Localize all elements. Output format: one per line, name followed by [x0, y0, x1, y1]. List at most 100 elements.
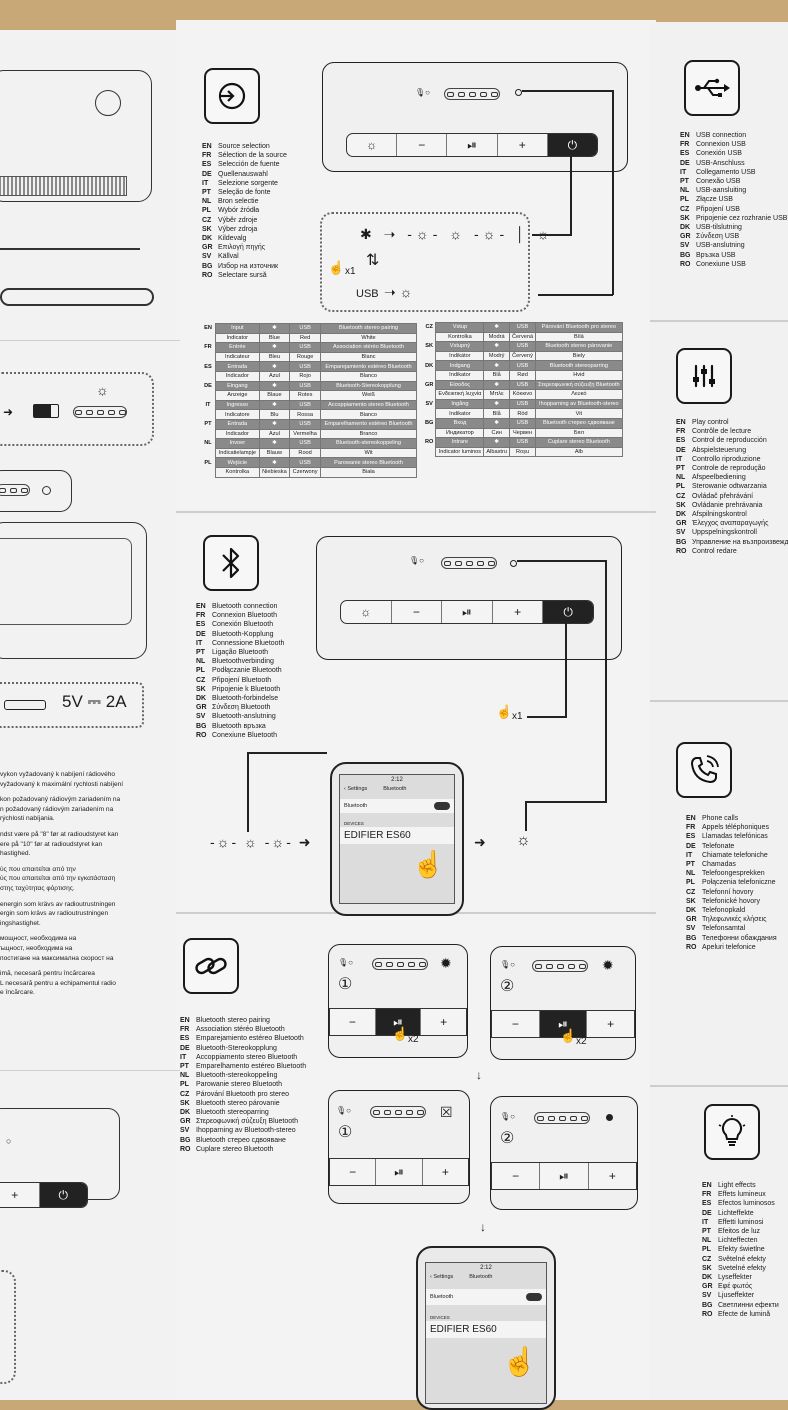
lang-code: SV	[686, 925, 696, 933]
lang-text: Source selection	[218, 143, 270, 150]
table-cell: PT	[201, 419, 216, 430]
table-cell: Albastru	[483, 446, 510, 458]
bluetooth-icon	[203, 535, 259, 591]
table-cell: DK	[423, 360, 436, 371]
play-pause-button[interactable]: ⏯	[539, 1011, 588, 1037]
table-cell: Bílá	[535, 331, 623, 343]
lang-code: GR	[202, 244, 213, 252]
minus-button[interactable]: −	[492, 1163, 541, 1189]
lang-text: Světelné efekty	[718, 1255, 766, 1263]
table-cell: Entrada	[215, 418, 260, 430]
source-flow-bt: ✱ ➝ -☼- ☼ -☼- │ ☼	[360, 226, 554, 242]
lang-code: IT	[202, 179, 209, 187]
minus-button[interactable]: −	[392, 601, 443, 623]
play-pause-button[interactable]: ⏯	[376, 1159, 423, 1185]
plus-button[interactable]: +	[440, 1015, 448, 1029]
down-arrow-icon: ↓	[476, 1068, 482, 1082]
left-speaker-front	[0, 522, 147, 659]
table-cell: Ingång	[435, 398, 485, 410]
plus-button[interactable]: +	[0, 1183, 40, 1207]
table-cell: ✱	[258, 361, 291, 372]
lang-text: Lichteffekte	[718, 1209, 754, 1217]
plus-button[interactable]: +	[441, 1165, 449, 1179]
back-link[interactable]: ‹ Settings	[430, 1274, 454, 1280]
table-cell: IT	[201, 400, 216, 410]
partial-text-line: στης ταχύτητας φόρτισης.	[0, 884, 75, 892]
play-pause-button[interactable]: ⏯	[442, 601, 493, 623]
plus-button[interactable]: +	[608, 1169, 616, 1183]
right-panel	[650, 22, 788, 1400]
partial-text-line: energin som krävs av radioutrustningen	[0, 900, 116, 908]
device-name[interactable]: EDIFIER ES60	[340, 827, 454, 844]
table-cell: Invoer	[215, 438, 260, 449]
play-pause-button[interactable]: ⏯	[540, 1163, 589, 1189]
lightbulb-icon	[704, 1104, 760, 1160]
connector-line	[247, 752, 249, 832]
bluetooth-toggle[interactable]	[526, 1293, 542, 1301]
play-pause-button[interactable]: ⏯	[447, 134, 498, 156]
table-cell: ✱	[258, 323, 291, 334]
connector-line	[517, 560, 607, 562]
lang-code: NL	[680, 187, 690, 195]
lang-code: RO	[686, 943, 697, 951]
table-cell: ✱	[258, 399, 291, 411]
lang-code: CZ	[680, 205, 690, 213]
table-cell: Rouge	[289, 351, 321, 363]
source-flow-frame	[320, 212, 530, 312]
table-cell	[423, 389, 436, 400]
minus-button[interactable]: −	[330, 1159, 377, 1185]
connector-line	[247, 752, 327, 754]
lang-text: Výběr zdroje	[218, 216, 258, 224]
lang-text: Seleção de fonte	[218, 189, 271, 197]
lang-text: Telefoongesprekken	[702, 870, 765, 878]
partial-text-line: e încărcare.	[0, 989, 35, 997]
light-button[interactable]: ☼	[347, 134, 398, 156]
source-button-bar: ☼ − ⏯ + ⏻	[346, 133, 598, 157]
partial-text-line: ύς που απαιτείται από την εγκατάσταση	[0, 875, 116, 883]
lang-text: Bluetooth stereo párovanie	[196, 1099, 280, 1107]
lang-text: Złącze USB	[696, 196, 733, 204]
minus-button[interactable]: −	[492, 1011, 540, 1037]
table-cell: EN	[201, 323, 216, 334]
minus-button[interactable]: −	[330, 1009, 376, 1035]
step-number: ②	[500, 978, 515, 995]
lang-code: FR	[686, 824, 696, 832]
table-cell: Emparelhamento estéreo Bluetooth	[320, 418, 417, 430]
left-panel	[0, 30, 180, 1400]
lang-code: RO	[202, 271, 213, 279]
minus-button[interactable]: −	[397, 134, 448, 156]
plus-button[interactable]: +	[607, 1017, 615, 1031]
table-cell: Accoppiamento stereo Bluetooth	[320, 399, 417, 411]
lang-code: GR	[676, 520, 687, 528]
connector-line	[570, 155, 572, 235]
lang-code: RO	[676, 547, 687, 555]
power-button[interactable]: ⏻	[543, 601, 593, 623]
back-link[interactable]: ‹ Settings	[344, 786, 368, 792]
plus-button[interactable]: +	[498, 134, 548, 156]
lang-text: Pripojenie cez rozhranie USB	[696, 214, 788, 222]
light-button[interactable]: ☼	[341, 601, 392, 623]
lang-code: SV	[680, 242, 690, 250]
bluetooth-toggle[interactable]	[434, 802, 450, 810]
power-button[interactable]: ⏻	[39, 1183, 87, 1207]
device-name[interactable]: EDIFIER ES60	[426, 1321, 546, 1338]
lang-text: Телефонни обаждания	[702, 934, 777, 942]
table-cell: Indicator luminos	[435, 446, 485, 458]
step-number: ①	[338, 1124, 353, 1141]
plus-button[interactable]: +	[493, 601, 544, 623]
play-pause-button[interactable]: ⏯	[375, 1009, 422, 1035]
lang-text: Τηλεφωνικές κλήσεις	[702, 916, 767, 924]
power-button[interactable]: ⏻	[547, 134, 597, 156]
table-cell: FR	[201, 342, 216, 353]
